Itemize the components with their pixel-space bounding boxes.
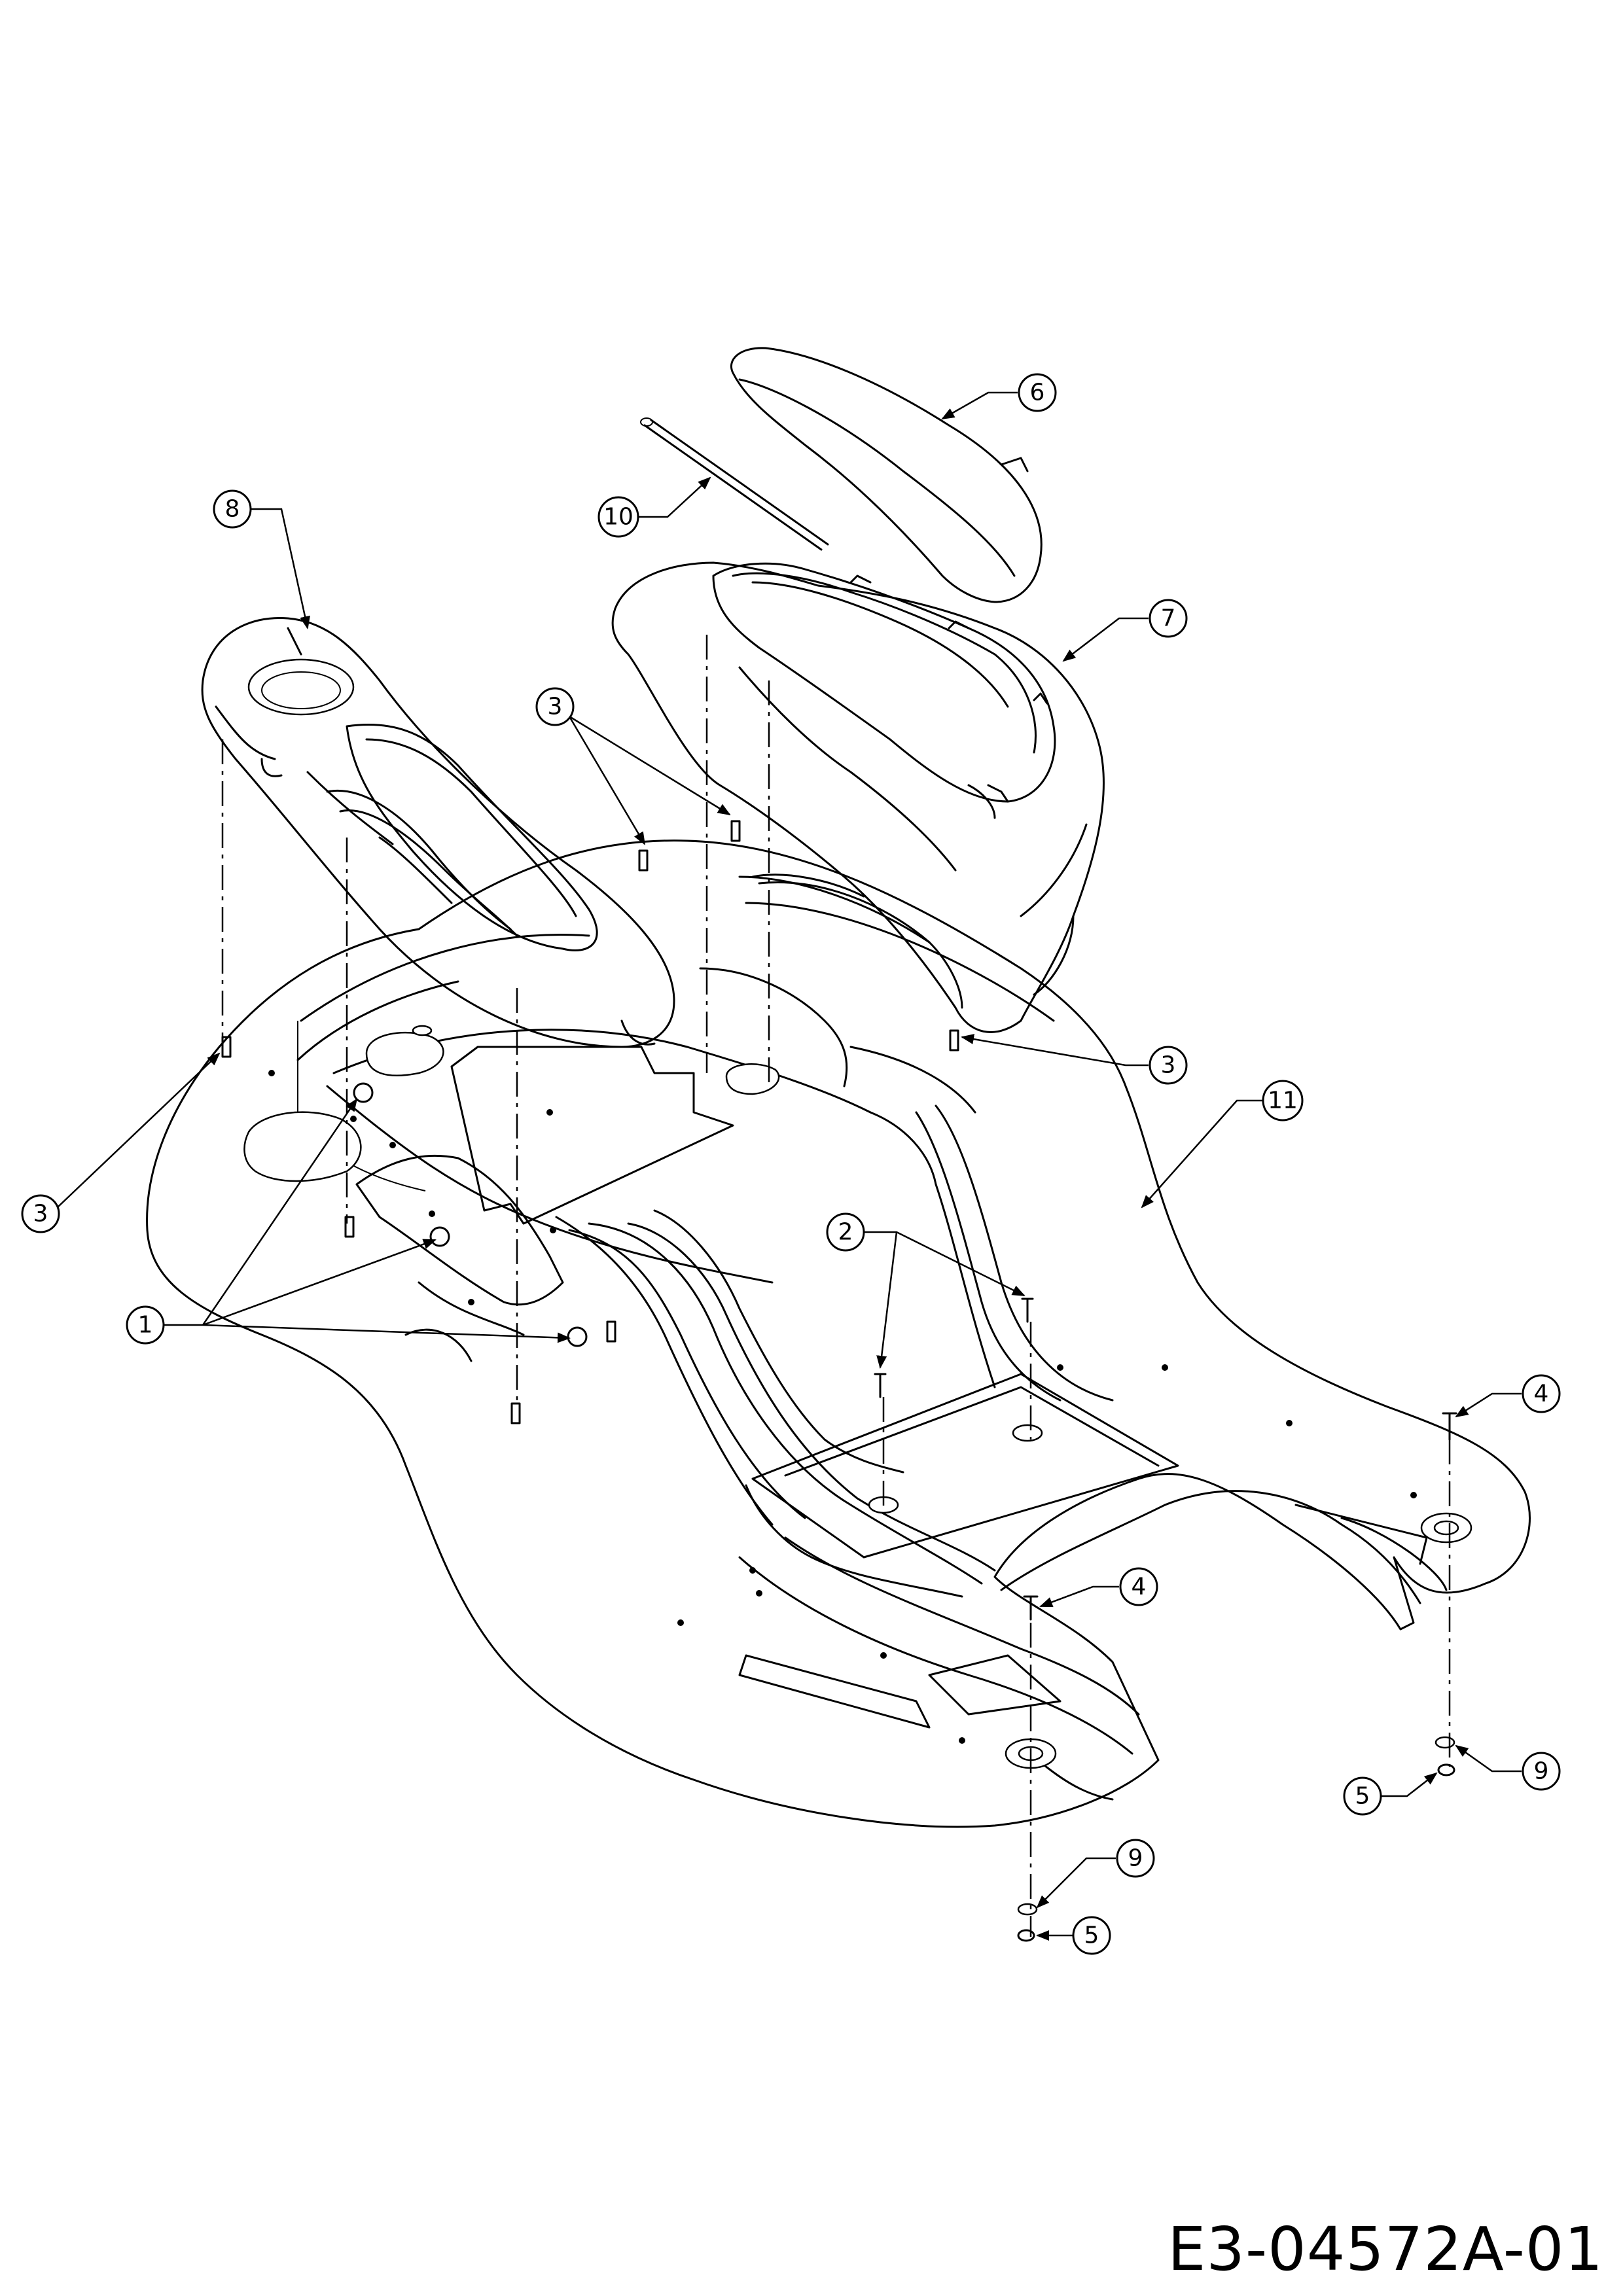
callout-9-lower <box>1116 1839 1155 1878</box>
support-rod <box>640 417 829 551</box>
callout-4-right <box>1522 1374 1561 1413</box>
callout-label: 1 <box>138 1312 153 1339</box>
callout-label: 8 <box>225 496 240 523</box>
left-console-pod <box>201 616 675 1048</box>
rear-console-shell <box>611 561 1105 1033</box>
callout-11 <box>1262 1080 1304 1122</box>
callout-7 <box>1149 599 1188 638</box>
callout-2 <box>826 1212 865 1252</box>
callout-label: 9 <box>1534 1758 1549 1785</box>
callout-label: 5 <box>1084 1922 1099 1949</box>
callout-3-left <box>21 1194 60 1233</box>
callout-5-lower <box>1072 1916 1111 1955</box>
callout-label: 10 <box>603 504 633 531</box>
callouts: 8 10 6 7 3 3 11 3 1 <box>21 373 1561 1955</box>
callout-1 <box>126 1305 165 1345</box>
drawing-number: E3-04572A-01 <box>1168 2214 1603 2284</box>
callout-label: 3 <box>548 694 563 720</box>
callout-label: 2 <box>838 1219 853 1246</box>
callout-5-right <box>1343 1776 1382 1816</box>
callout-label: 4 <box>1534 1381 1549 1407</box>
callout-3-right <box>1149 1046 1188 1085</box>
callout-10 <box>597 496 639 538</box>
callout-8 <box>213 489 252 529</box>
callout-label: 7 <box>1161 605 1176 632</box>
callout-label: 4 <box>1132 1574 1147 1600</box>
callout-label: 5 <box>1355 1783 1370 1810</box>
callout-label: 3 <box>33 1201 48 1227</box>
fasteners <box>221 820 1457 1942</box>
callout-9-right <box>1522 1752 1561 1791</box>
callout-4-lower <box>1119 1567 1158 1606</box>
callout-label: 3 <box>1161 1052 1176 1079</box>
callout-3-top <box>535 687 575 726</box>
callout-label: 11 <box>1268 1087 1298 1114</box>
callout-label: 9 <box>1128 1845 1143 1872</box>
assembly-center-lines <box>221 635 1451 1937</box>
callout-6 <box>1018 373 1057 412</box>
callout-label: 6 <box>1030 380 1045 406</box>
body-frame-cover <box>146 839 1531 1828</box>
console-lid <box>730 347 1043 603</box>
